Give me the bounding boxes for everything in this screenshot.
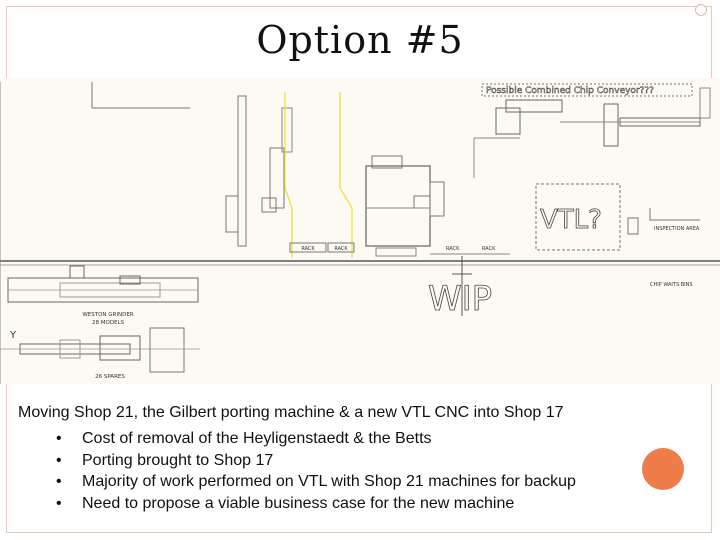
grinder-label: WESTON GRINDER: [82, 312, 133, 318]
slide-title: Option #5: [256, 18, 464, 62]
floor-plan-svg: WESTON GRINDER 28 MODELS 26 SPARES Y RAC…: [0, 82, 720, 384]
bullet-text: Porting brought to Shop 17: [82, 451, 274, 469]
bullet-item: • Majority of work performed on VTL with …: [56, 471, 576, 493]
slide-caption: Moving Shop 21, the Gilbert porting mach…: [18, 404, 564, 421]
rack-label-right: RACK: [482, 246, 496, 252]
highlight-line-left: [284, 92, 293, 258]
vtl-label: VTL?: [540, 205, 602, 235]
y-label: Y: [9, 330, 17, 341]
bullet-text: Cost of removal of the Heyligenstaedt & …: [82, 430, 432, 447]
grinder-sub-label: 28 MODELS: [92, 320, 125, 326]
central-machine: [365, 165, 431, 247]
bullet-item: • Need to propose a viable business case …: [56, 493, 576, 515]
bench-label-left: RACK: [301, 246, 315, 252]
bullet-item: • Porting brought to Shop 17: [56, 450, 576, 472]
bench-label-right: RACK: [334, 246, 348, 252]
chip-bin-label: CHIP WAITS BINS: [650, 282, 693, 288]
bullet-marker: •: [56, 451, 62, 469]
lathe-sub-label: 26 SPARES: [95, 374, 125, 380]
bullet-text: Need to propose a viable business case f…: [82, 494, 515, 512]
highlight-line-right: [339, 92, 353, 258]
chip-conveyor: [481, 83, 693, 97]
bullet-text: Majority of work performed on VTL with S…: [82, 473, 576, 490]
bullet-marker: •: [56, 473, 62, 490]
bullet-marker: •: [56, 494, 62, 512]
vtl-footprint: [535, 183, 621, 251]
floor-plan-drawing: WESTON GRINDER 28 MODELS 26 SPARES Y RAC…: [0, 78, 720, 384]
decorative-orange-circle: [642, 448, 684, 490]
slide-corner-ring: [695, 4, 707, 16]
bullet-marker: •: [56, 430, 62, 447]
inspection-label: INSPECTION AREA: [654, 226, 700, 232]
conveyor-label: Possible Combined Chip Conveyor???: [486, 86, 654, 96]
wip-label: WIP: [428, 279, 492, 319]
bullet-item: • Cost of removal of the Heyligenstaedt &…: [56, 428, 576, 450]
bullet-list: • Cost of removal of the Heyligenstaedt &…: [56, 428, 576, 514]
rack-label-left: RACK: [446, 246, 460, 252]
